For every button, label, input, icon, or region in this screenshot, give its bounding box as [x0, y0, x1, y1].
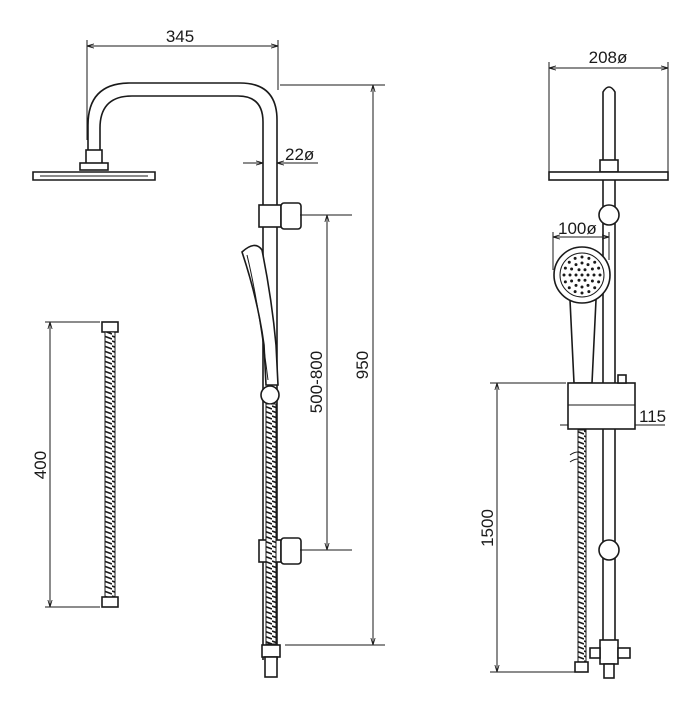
nozzle-dot: [590, 267, 594, 271]
side-view: 208ø 100ø 115 1500: [478, 48, 669, 679]
nozzle-dot: [580, 273, 584, 277]
dim-arm-reach: 345: [166, 27, 194, 46]
nozzle-dot: [597, 280, 601, 284]
nozzle-dot: [573, 290, 577, 294]
nozzle-dot: [563, 280, 567, 284]
nozzle-dot: [580, 291, 584, 295]
nozzle-dot: [593, 260, 597, 264]
nozzle-dot: [583, 268, 587, 272]
nozzle-dot: [574, 263, 578, 267]
nozzle-dot: [567, 286, 571, 290]
nozzle-dot: [586, 263, 590, 267]
nozzle-dot: [592, 273, 596, 277]
nozzle-dot: [563, 266, 567, 270]
dim-total-height: 950: [353, 351, 372, 379]
nozzle-dot: [562, 273, 566, 277]
nozzle-dot: [574, 283, 578, 287]
nozzle-dot: [587, 256, 591, 260]
nozzle-dot: [586, 273, 590, 277]
nozzle-dot: [568, 273, 572, 277]
nozzle-dot: [598, 273, 602, 277]
nozzle-dot: [597, 266, 601, 270]
dim-bracket-spacing: 500-800: [307, 351, 326, 413]
nozzle-dot: [590, 279, 594, 283]
dim-install-height: 1500: [478, 509, 497, 547]
nozzle-dot: [593, 286, 597, 290]
dim-hand-shower-diameter: 100ø: [558, 219, 597, 238]
nozzle-dot: [577, 278, 581, 282]
nozzle-dot: [567, 260, 571, 264]
nozzle-dot: [580, 261, 584, 265]
nozzle-dot: [573, 256, 577, 260]
hose-view: 400: [31, 321, 119, 608]
nozzle-dot: [587, 290, 591, 294]
dim-head-diameter: 208ø: [589, 48, 628, 67]
nozzle-dot: [570, 279, 574, 283]
front-view: 345 22ø 500-800 950: [32, 27, 385, 678]
nozzle-dot: [586, 283, 590, 287]
nozzle-dot: [570, 267, 574, 271]
nozzle-dot: [580, 285, 584, 289]
nozzle-dot: [577, 268, 581, 272]
nozzle-dot: [583, 278, 587, 282]
nozzle-dot: [574, 273, 578, 277]
dim-slider-depth: 115: [639, 407, 666, 426]
dim-hose-length: 400: [31, 451, 50, 479]
dim-riser-diameter: 22ø: [285, 145, 314, 164]
nozzle-dot: [580, 255, 584, 259]
